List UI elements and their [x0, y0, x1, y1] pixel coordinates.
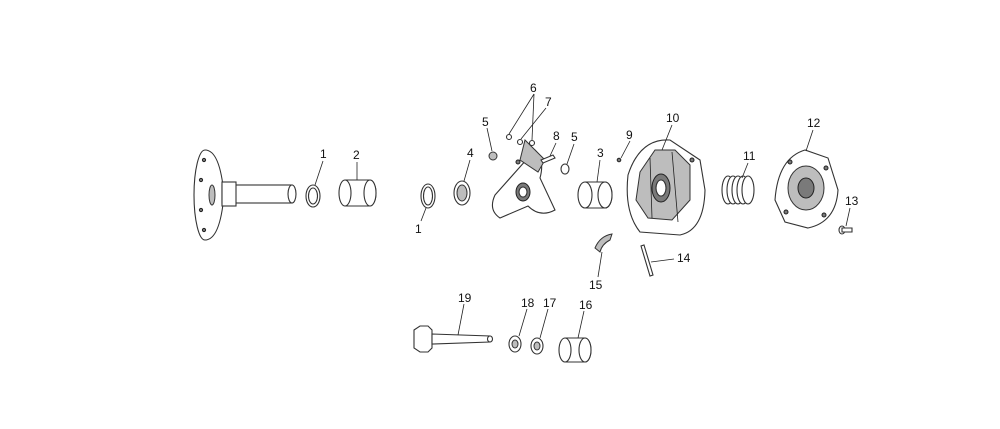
spacer-part [558, 337, 592, 363]
part-label-13: 13 [845, 194, 859, 208]
part-labels: 1 2 4 1 5 6 7 8 5 3 9 10 11 12 13 14 15 … [320, 81, 859, 312]
part-label-15: 15 [589, 278, 603, 292]
part-label-1-left: 1 [320, 147, 327, 161]
roller-ball-part [505, 133, 536, 147]
spring-part [721, 175, 755, 205]
bolt-part [838, 225, 853, 235]
part-label-8: 8 [553, 129, 560, 143]
part-label-2: 2 [353, 148, 360, 162]
washer-part [508, 335, 522, 353]
part-label-5-left: 5 [482, 115, 489, 129]
roller-part [488, 151, 498, 161]
dowel-pin-part [640, 244, 654, 277]
snap-ring-part [305, 184, 321, 208]
part-label-9: 9 [626, 128, 633, 142]
long-bolt-part [413, 325, 494, 353]
part-label-10: 10 [666, 111, 680, 125]
part-label-3: 3 [597, 146, 604, 160]
part-label-16: 16 [579, 298, 593, 312]
part-label-7: 7 [545, 95, 552, 109]
bushing-part [338, 179, 377, 207]
snap-ring-part [420, 183, 436, 209]
screw-part [616, 157, 622, 163]
drive-sheave-part [193, 149, 297, 241]
part-label-12: 12 [807, 116, 821, 130]
sleeve-part [577, 181, 613, 209]
clip-part [594, 233, 613, 253]
washer-part [530, 337, 544, 355]
part-label-11: 11 [743, 149, 756, 163]
part-label-1-middle: 1 [415, 222, 422, 236]
part-label-17: 17 [543, 296, 557, 310]
part-label-6: 6 [530, 81, 537, 95]
part-label-5-right: 5 [571, 130, 578, 144]
roller-part [560, 163, 570, 175]
leader-lines [314, 93, 851, 339]
spider-hub-part [491, 139, 556, 219]
movable-sheave-part [626, 139, 706, 236]
part-label-18: 18 [521, 296, 535, 310]
cover-part [774, 149, 839, 229]
washer-part [453, 180, 471, 206]
part-label-19: 19 [458, 291, 472, 305]
pin-part [540, 154, 556, 164]
part-label-4: 4 [467, 146, 474, 160]
part-label-14: 14 [677, 251, 691, 265]
